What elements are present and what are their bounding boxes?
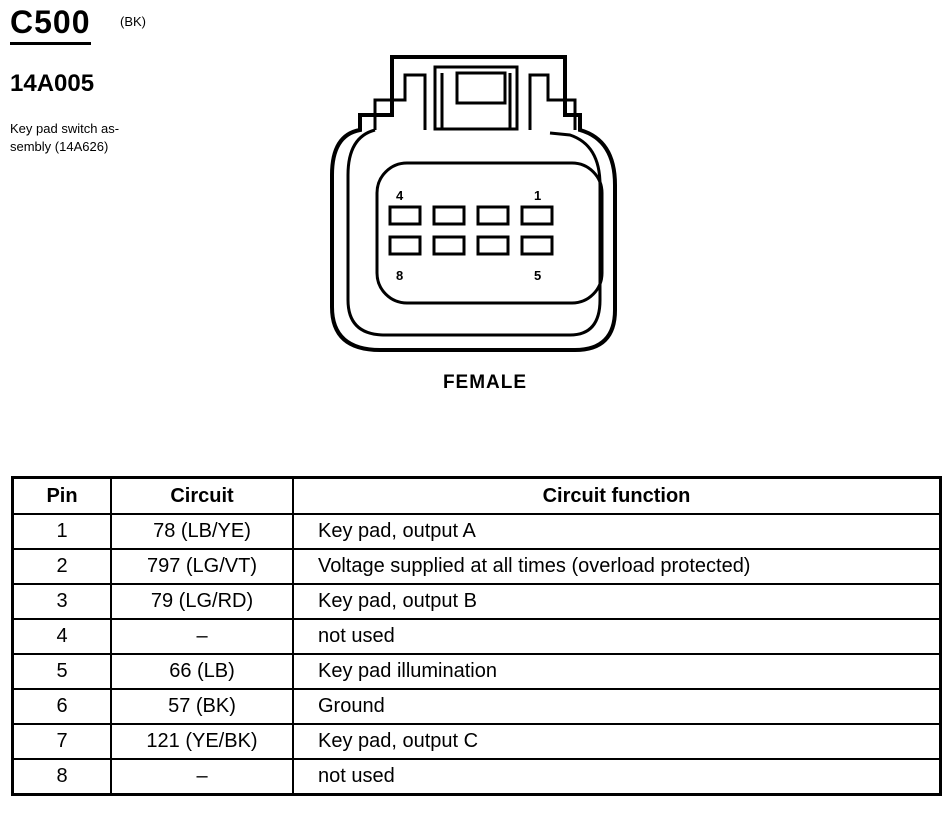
cell-function: Voltage supplied at all times (overload … <box>292 548 942 585</box>
connector-code: C500 <box>10 4 91 45</box>
pin-terminal <box>520 235 554 256</box>
connector-inner-shell <box>346 128 602 337</box>
cell-function: Key pad illumination <box>292 653 942 690</box>
pin-terminal <box>432 205 466 226</box>
cell-pin: 3 <box>11 583 112 620</box>
cell-function: not used <box>292 758 942 796</box>
connector-outer-shell <box>330 55 617 352</box>
cell-function: Ground <box>292 688 942 725</box>
pin-label-bottom-left: 8 <box>396 268 403 283</box>
pin-label-top-right: 1 <box>534 188 541 203</box>
cell-pin: 7 <box>11 723 112 760</box>
table-row: 7 121 (YE/BK) Key pad, output C <box>11 723 942 760</box>
latch-left <box>373 73 427 130</box>
cell-function: Key pad, output C <box>292 723 942 760</box>
cell-pin: 8 <box>11 758 112 796</box>
table-row: 8 – not used <box>11 758 942 796</box>
pin-cavity-area <box>375 161 604 305</box>
connector-color: (BK) <box>120 14 146 29</box>
pin-terminal <box>476 235 510 256</box>
table-header-row: Pin Circuit Circuit function <box>11 476 942 515</box>
header-pin: Pin <box>11 476 112 515</box>
pin-label-bottom-right: 5 <box>534 268 541 283</box>
cell-function: Key pad, output A <box>292 513 942 550</box>
cell-circuit: 121 (YE/BK) <box>110 723 294 760</box>
pinout-table: Pin Circuit Circuit function 1 78 (LB/YE… <box>11 476 942 796</box>
cell-circuit: 66 (LB) <box>110 653 294 690</box>
latch-window <box>455 71 507 105</box>
cell-pin: 1 <box>11 513 112 550</box>
cell-pin: 5 <box>11 653 112 690</box>
header-function: Circuit function <box>292 476 942 515</box>
connector-gender: FEMALE <box>442 372 528 393</box>
connector-face-diagram: 4 1 8 5 <box>330 55 617 352</box>
cell-function: not used <box>292 618 942 655</box>
pin-terminal <box>432 235 466 256</box>
table-row: 3 79 (LG/RD) Key pad, output B <box>11 583 942 620</box>
header-circuit: Circuit <box>110 476 294 515</box>
pin-terminal <box>520 205 554 226</box>
cell-circuit: 79 (LG/RD) <box>110 583 294 620</box>
cell-circuit: – <box>110 758 294 796</box>
table-row: 2 797 (LG/VT) Voltage supplied at all ti… <box>11 548 942 585</box>
latch-right <box>528 73 577 130</box>
pin-terminal <box>388 205 422 226</box>
cell-circuit: 78 (LB/YE) <box>110 513 294 550</box>
cell-pin: 2 <box>11 548 112 585</box>
cell-function: Key pad, output B <box>292 583 942 620</box>
part-description: Key pad switch as- sembly (14A626) <box>10 121 120 154</box>
latch-frame <box>433 65 519 131</box>
cell-circuit: – <box>110 618 294 655</box>
table-row: 5 66 (LB) Key pad illumination <box>11 653 942 690</box>
cell-pin: 6 <box>11 688 112 725</box>
pin-terminal <box>388 235 422 256</box>
pin-terminal <box>476 205 510 226</box>
cell-circuit: 57 (BK) <box>110 688 294 725</box>
part-number: 14A005 <box>10 70 95 97</box>
table-row: 1 78 (LB/YE) Key pad, output A <box>11 513 942 550</box>
cell-pin: 4 <box>11 618 112 655</box>
cell-circuit: 797 (LG/VT) <box>110 548 294 585</box>
table-row: 6 57 (BK) Ground <box>11 688 942 725</box>
table-row: 4 – not used <box>11 618 942 655</box>
pin-label-top-left: 4 <box>396 188 404 203</box>
